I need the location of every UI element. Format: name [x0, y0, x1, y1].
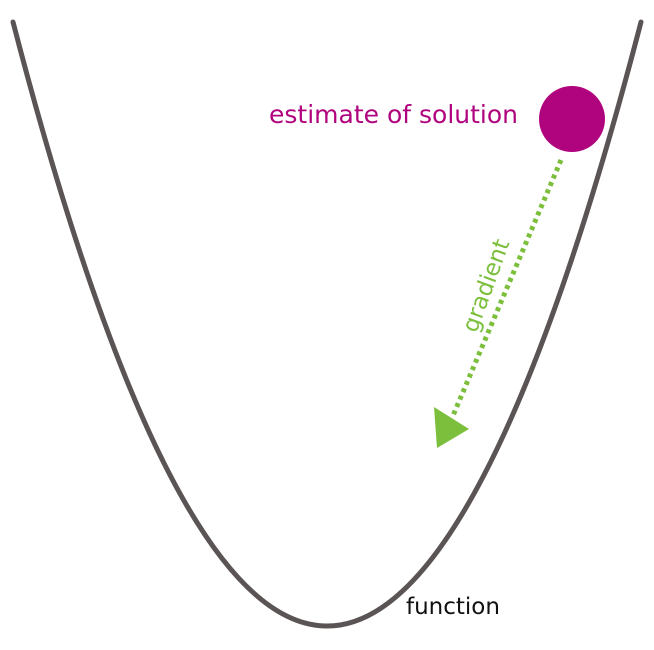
- gradient-arrowhead: [434, 407, 469, 448]
- function-label: function: [406, 594, 500, 620]
- estimate-marker: [539, 86, 605, 152]
- function-curve: [10, 19, 644, 629]
- gradient-arrow-shaft: [449, 159, 564, 419]
- estimate-label: estimate of solution: [269, 100, 518, 129]
